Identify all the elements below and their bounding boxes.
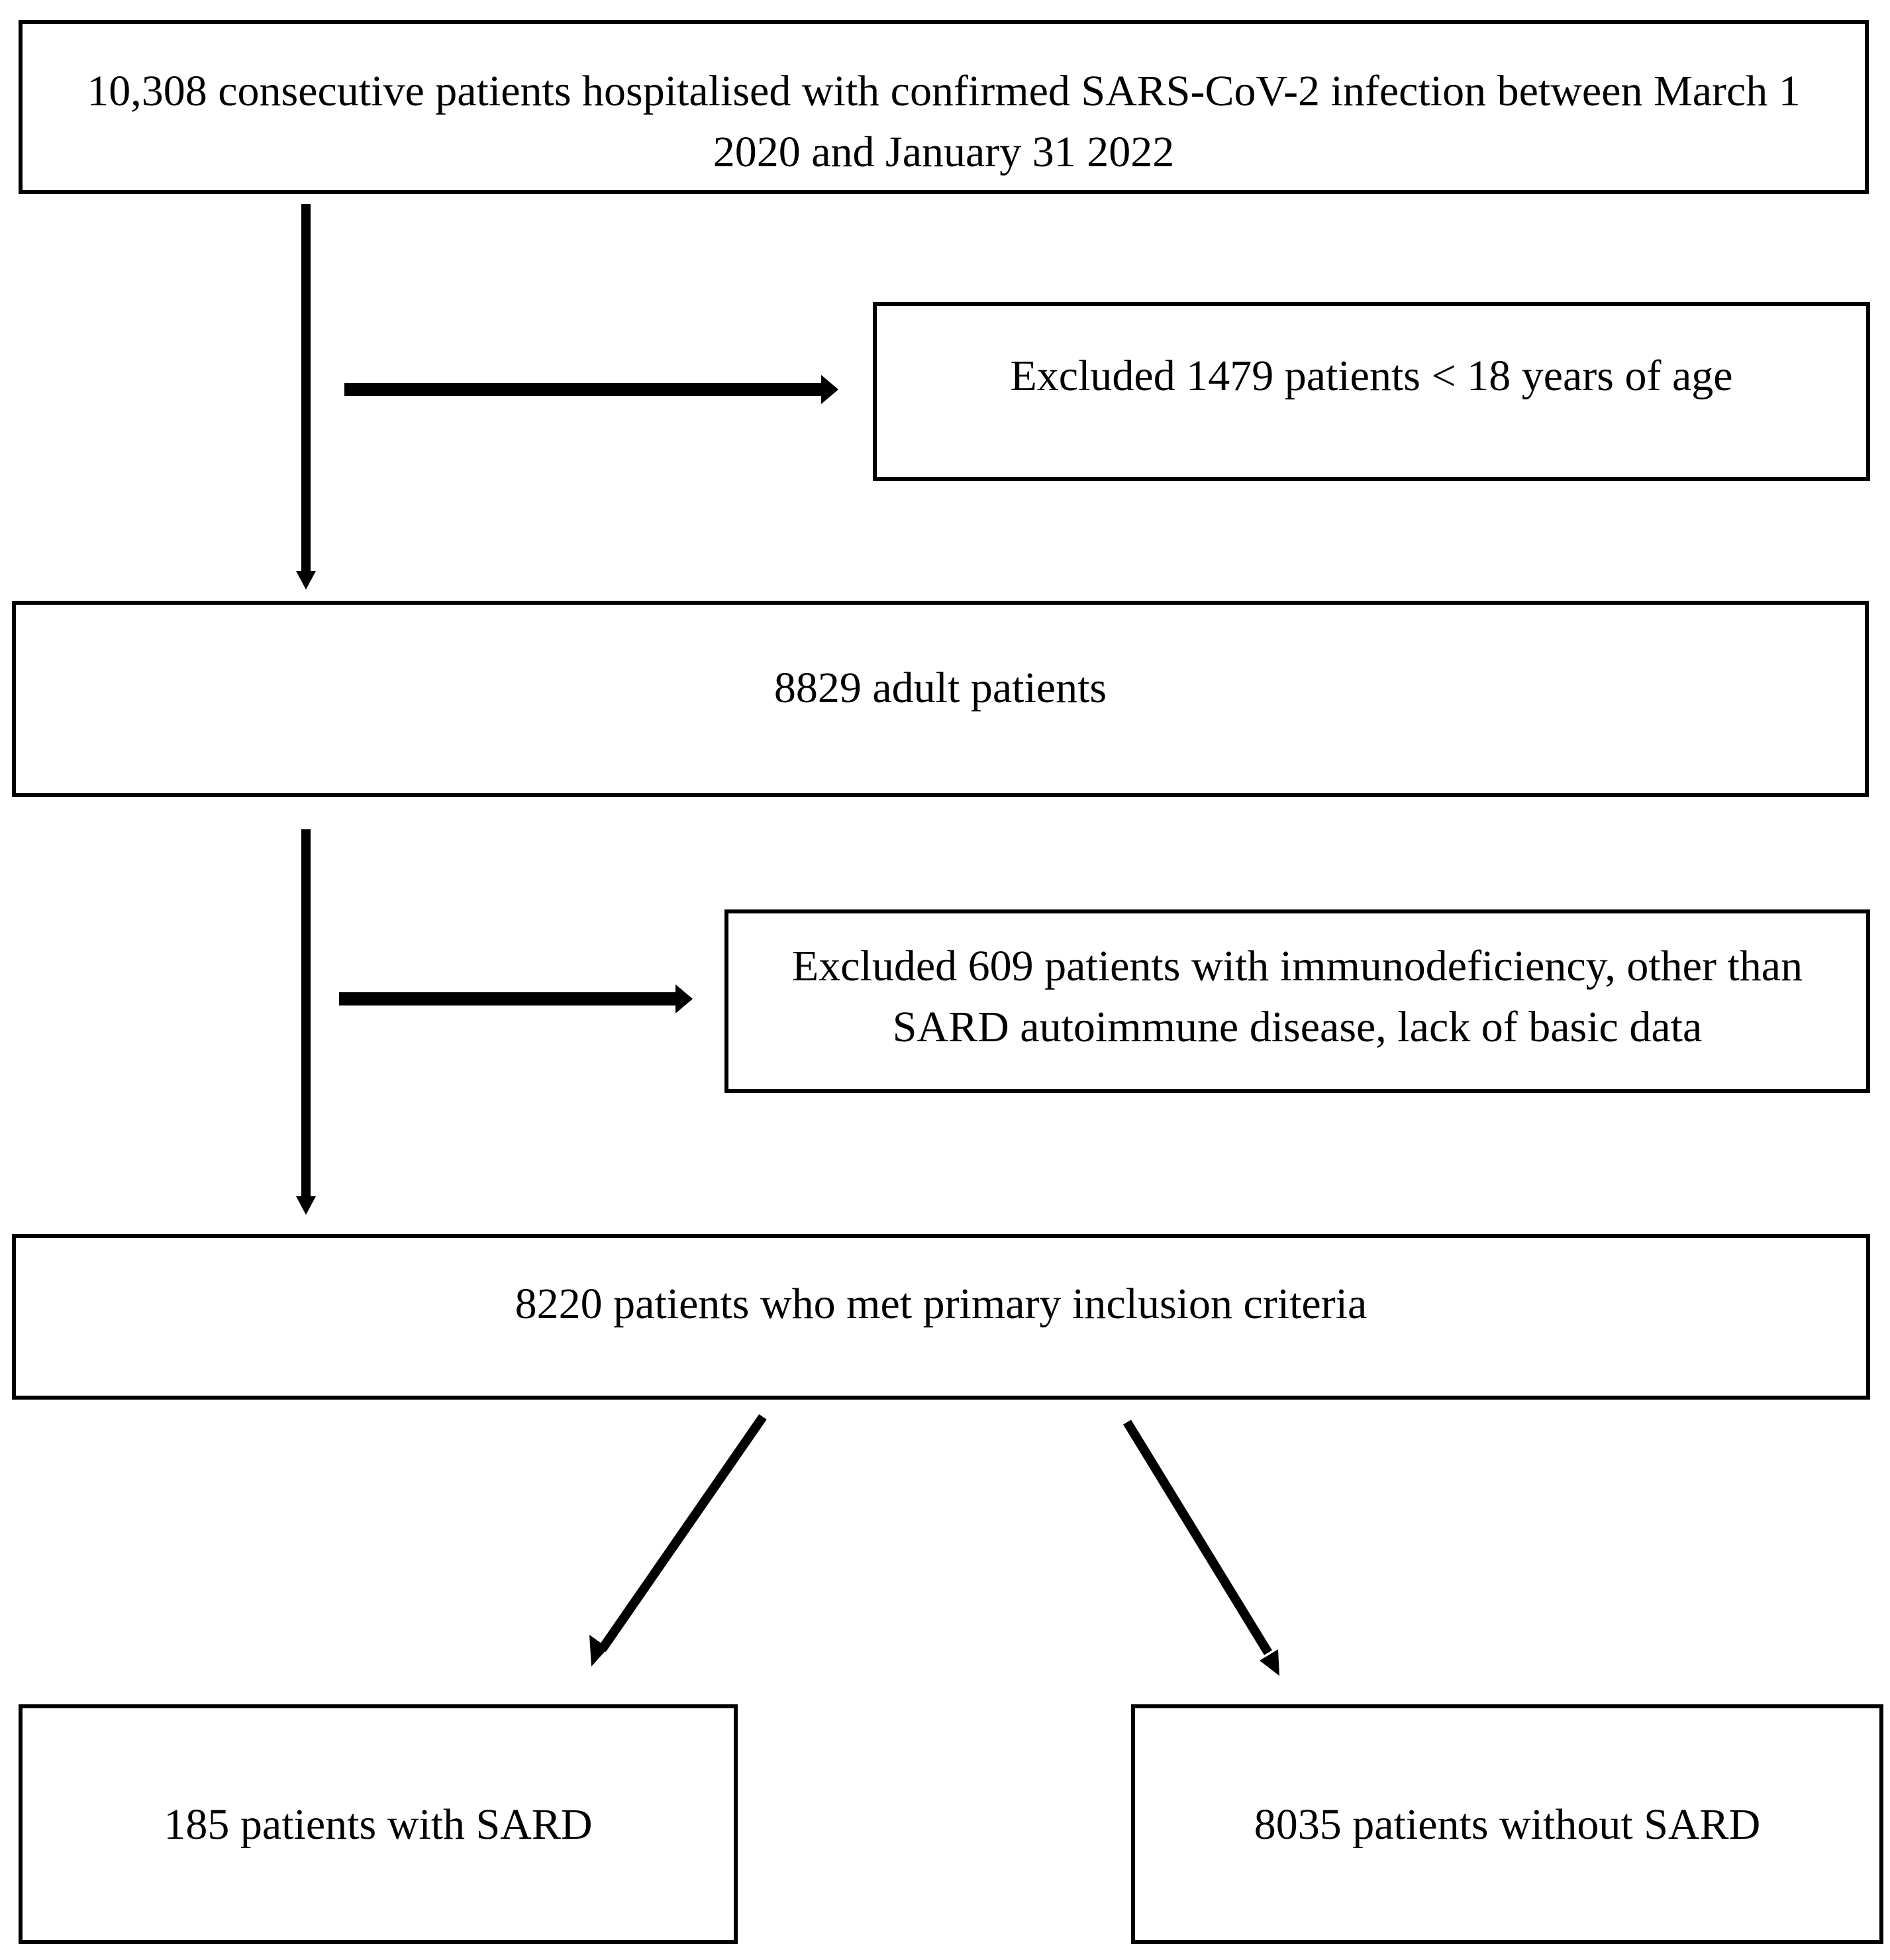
arrow-down-2-head bbox=[296, 1196, 316, 1215]
arrow-diagonal-left-shaft bbox=[598, 1414, 767, 1652]
without-sard-text: 8035 patients without SARD bbox=[1254, 1800, 1761, 1849]
with-sard-text: 185 patients with SARD bbox=[164, 1800, 593, 1849]
excluded-other-text: Excluded 609 patients with immunodeficie… bbox=[791, 942, 1803, 1051]
arrow-diagonal-right-shaft bbox=[1123, 1419, 1272, 1655]
arrow-diagonal-left-head bbox=[589, 1635, 608, 1667]
total-patients-box: 10,308 consecutive patients hospitalised… bbox=[19, 20, 1869, 194]
arrow-diagonal-right-head bbox=[1260, 1649, 1279, 1676]
without-sard-box: 8035 patients without SARD bbox=[1131, 1704, 1883, 1944]
inclusion-criteria-box: 8220 patients who met primary inclusion … bbox=[12, 1234, 1870, 1400]
excluded-other-box: Excluded 609 patients with immunodeficie… bbox=[724, 909, 1870, 1093]
inclusion-criteria-text: 8220 patients who met primary inclusion … bbox=[515, 1280, 1368, 1328]
arrow-right-1-head bbox=[821, 375, 838, 404]
with-sard-box: 185 patients with SARD bbox=[19, 1704, 738, 1944]
total-patients-text: 10,308 consecutive patients hospitalised… bbox=[87, 67, 1801, 176]
excluded-age-box: Excluded 1479 patients < 18 years of age bbox=[873, 302, 1870, 481]
adult-patients-text: 8829 adult patients bbox=[773, 664, 1107, 712]
excluded-age-text: Excluded 1479 patients < 18 years of age bbox=[1010, 352, 1733, 400]
arrow-right-2-head bbox=[675, 984, 693, 1013]
adult-patients-box: 8829 adult patients bbox=[12, 601, 1869, 797]
arrow-down-1-head bbox=[296, 571, 316, 590]
